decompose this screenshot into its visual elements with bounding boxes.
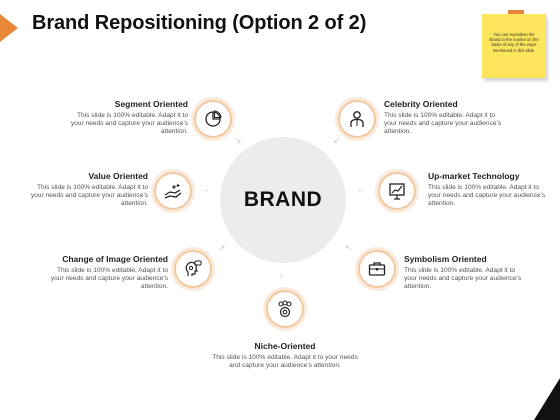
image-desc: This slide is 100% editable. Adapt it to… — [50, 267, 168, 290]
head-chat-icon — [185, 260, 202, 276]
image-node — [174, 250, 212, 288]
symbolism-label: Symbolism Oriented This slide is 100% ed… — [404, 254, 526, 291]
value-desc: This slide is 100% editable. Adapt it to… — [30, 184, 148, 207]
celebrity-node — [338, 100, 376, 138]
upmarket-node — [378, 172, 416, 210]
value-node — [154, 172, 192, 210]
upmarket-label: Up-market Technology This slide is 100% … — [428, 171, 550, 208]
image-label: Change of Image Oriented This slide is 1… — [44, 254, 168, 291]
celebrity-desc: This slide is 100% editable. Adapt it to… — [384, 112, 502, 135]
niche-label: Niche-Oriented This slide is 100% editab… — [212, 341, 358, 370]
corner-accent-triangle — [0, 14, 18, 42]
arrow-celebrity: ↙ — [333, 135, 341, 145]
symbolism-desc: This slide is 100% editable. Adapt it to… — [404, 267, 522, 290]
presentation-chart-icon — [389, 183, 405, 200]
group-target-icon — [278, 300, 292, 318]
niche-desc: This slide is 100% editable. Adapt it to… — [212, 354, 358, 369]
image-heading: Change of Image Oriented — [62, 254, 168, 264]
celebrity-label: Celebrity Oriented This slide is 100% ed… — [384, 99, 502, 136]
arrow-niche: ↑ — [279, 271, 284, 281]
pie-chart-icon — [205, 110, 222, 127]
symbolism-heading: Symbolism Oriented — [404, 254, 487, 264]
sticky-note: You can reposition the Brand in the mark… — [482, 14, 546, 78]
symbolism-node — [358, 250, 396, 288]
arrow-upmarket: ← — [356, 184, 365, 194]
arrow-symbolism: ↖ — [345, 243, 353, 253]
corner-decoration — [534, 378, 560, 420]
value-label: Value Oriented This slide is 100% editab… — [26, 171, 148, 208]
person-icon — [350, 111, 364, 127]
brand-circle: BRAND — [220, 137, 346, 263]
briefcase-icon — [368, 262, 386, 276]
brand-label: BRAND — [243, 188, 323, 211]
segment-desc: This slide is 100% editable. Adapt it to… — [70, 112, 188, 135]
value-heading: Value Oriented — [88, 171, 148, 181]
hand-value-icon — [164, 184, 182, 199]
arrow-value: → — [201, 184, 210, 194]
segment-label: Segment Oriented This slide is 100% edit… — [70, 99, 188, 136]
segment-node — [194, 100, 232, 138]
segment-heading: Segment Oriented — [114, 99, 188, 109]
page-title: Brand Repositioning (Option 2 of 2) — [32, 12, 367, 34]
niche-heading: Niche-Oriented — [254, 341, 316, 351]
arrow-segment: ↘ — [234, 135, 242, 145]
upmarket-desc: This slide is 100% editable. Adapt it to… — [428, 184, 546, 207]
niche-node — [266, 290, 304, 328]
celebrity-heading: Celebrity Oriented — [384, 99, 458, 109]
upmarket-heading: Up-market Technology — [428, 171, 520, 181]
arrow-image: ↗ — [218, 243, 226, 253]
